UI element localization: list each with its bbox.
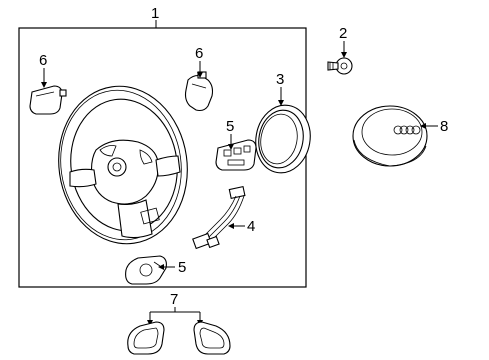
arrow-6-left: [41, 82, 47, 88]
upper-control-switch-icon: [215, 139, 257, 171]
rear-cover-icon: [255, 104, 311, 174]
wiring-harness-icon: [192, 185, 246, 250]
callout-6-right: 6: [195, 45, 203, 62]
airbag-module-icon: [352, 105, 428, 167]
callout-8: 8: [440, 118, 448, 135]
left-trim-bezel-icon: [127, 321, 165, 355]
arrow-8: [420, 123, 426, 129]
arrow-5-upper: [228, 144, 234, 150]
four-rings-logo-icon: [393, 125, 421, 135]
callout-7: 7: [170, 291, 178, 308]
arrow-5-lower: [158, 264, 164, 270]
right-trim-bezel-icon: [193, 321, 231, 355]
arrow-3: [278, 100, 284, 106]
callout-5-lower: 5: [178, 259, 186, 276]
left-paddle-switch-icon: [29, 85, 67, 115]
screw-icon: [327, 57, 353, 75]
callout-6-left: 6: [39, 52, 47, 69]
callout-2: 2: [339, 25, 347, 42]
callout-4: 4: [247, 218, 255, 235]
assembly-frame: [18, 27, 307, 288]
right-paddle-switch-icon: [184, 71, 214, 112]
lower-control-switch-icon: [125, 255, 167, 285]
arrow-4: [228, 223, 234, 229]
callout-5-upper: 5: [226, 118, 234, 135]
callout-3: 3: [276, 71, 284, 88]
arrow-2: [341, 52, 347, 58]
callout-1: 1: [151, 5, 159, 22]
arrow-6-right: [197, 72, 203, 78]
steering-wheel-icon: [58, 85, 188, 245]
